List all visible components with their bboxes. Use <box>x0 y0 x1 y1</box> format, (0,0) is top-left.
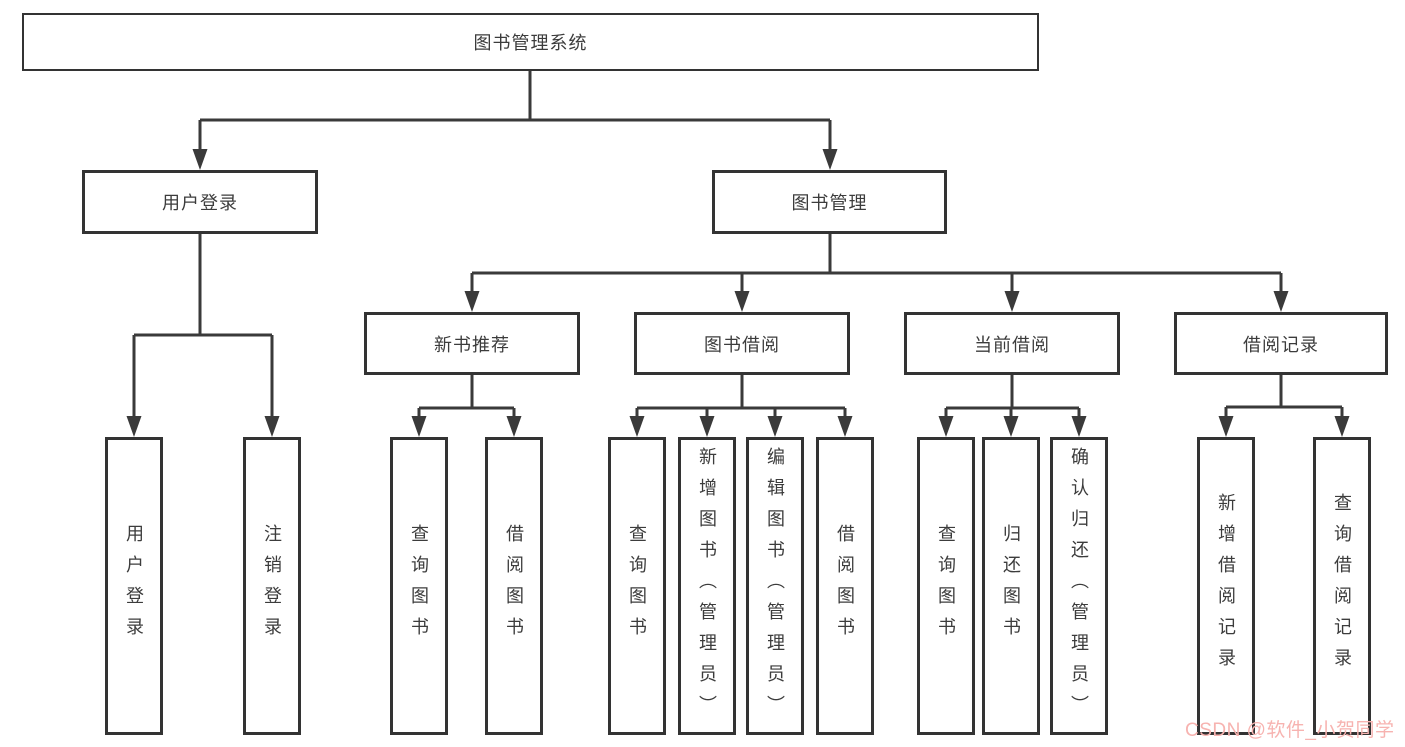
node-borrow-books: 借阅图书 <box>816 437 874 735</box>
node-book-borrow: 图书借阅 <box>634 312 850 375</box>
arrowhead <box>1004 291 1020 312</box>
node-root: 图书管理系统 <box>22 13 1039 71</box>
connector-new-book-to-children <box>417 375 516 419</box>
node-query-books-borrow: 查询图书 <box>608 437 666 735</box>
arrowhead <box>464 291 480 312</box>
node-borrow-records: 借阅记录 <box>1174 312 1388 375</box>
csdn-watermark: CSDN @软件_小贺同学 <box>1185 720 1395 741</box>
connector-root-to-level2 <box>198 71 832 152</box>
node-borrow-books-recommend: 借阅图书 <box>485 437 543 735</box>
node-query-books-current: 查询图书 <box>917 437 975 735</box>
node-logout: 注销登录 <box>243 437 301 735</box>
node-query-books-recommend: 查询图书 <box>390 437 448 735</box>
node-edit-book-admin: 编辑图书（管理员） <box>746 437 804 735</box>
arrowhead <box>1003 416 1019 437</box>
arrowhead <box>192 149 208 170</box>
node-user-login-group: 用户登录 <box>82 170 318 234</box>
node-confirm-return-admin: 确认归还（管理员） <box>1050 437 1108 735</box>
connector-borrow-records-to-children <box>1224 375 1344 419</box>
arrowhead <box>767 416 783 437</box>
arrowhead <box>938 416 954 437</box>
connector-book-borrow-to-children <box>635 375 847 419</box>
arrowhead <box>629 416 645 437</box>
arrowhead <box>506 416 522 437</box>
node-add-borrow-record: 新增借阅记录 <box>1197 437 1255 735</box>
node-return-books: 归还图书 <box>982 437 1040 735</box>
arrowhead <box>126 416 142 437</box>
arrowhead <box>264 416 280 437</box>
arrowhead <box>734 291 750 312</box>
node-current-borrow: 当前借阅 <box>904 312 1120 375</box>
node-new-book-recommend: 新书推荐 <box>364 312 580 375</box>
arrowhead <box>822 149 838 170</box>
arrowhead <box>837 416 853 437</box>
node-add-book-admin: 新增图书（管理员） <box>678 437 736 735</box>
arrowhead <box>699 416 715 437</box>
connector-user-login-to-children <box>132 234 274 419</box>
arrowhead <box>1071 416 1087 437</box>
arrowhead <box>1273 291 1289 312</box>
arrowhead <box>1334 416 1350 437</box>
arrowhead <box>411 416 427 437</box>
connector-current-borrow-to-children <box>944 375 1081 419</box>
arrowhead <box>1218 416 1234 437</box>
connector-book-management-to-level3 <box>470 234 1283 294</box>
node-book-management: 图书管理 <box>712 170 947 234</box>
node-user-login: 用户登录 <box>105 437 163 735</box>
node-query-borrow-record: 查询借阅记录 <box>1313 437 1371 735</box>
